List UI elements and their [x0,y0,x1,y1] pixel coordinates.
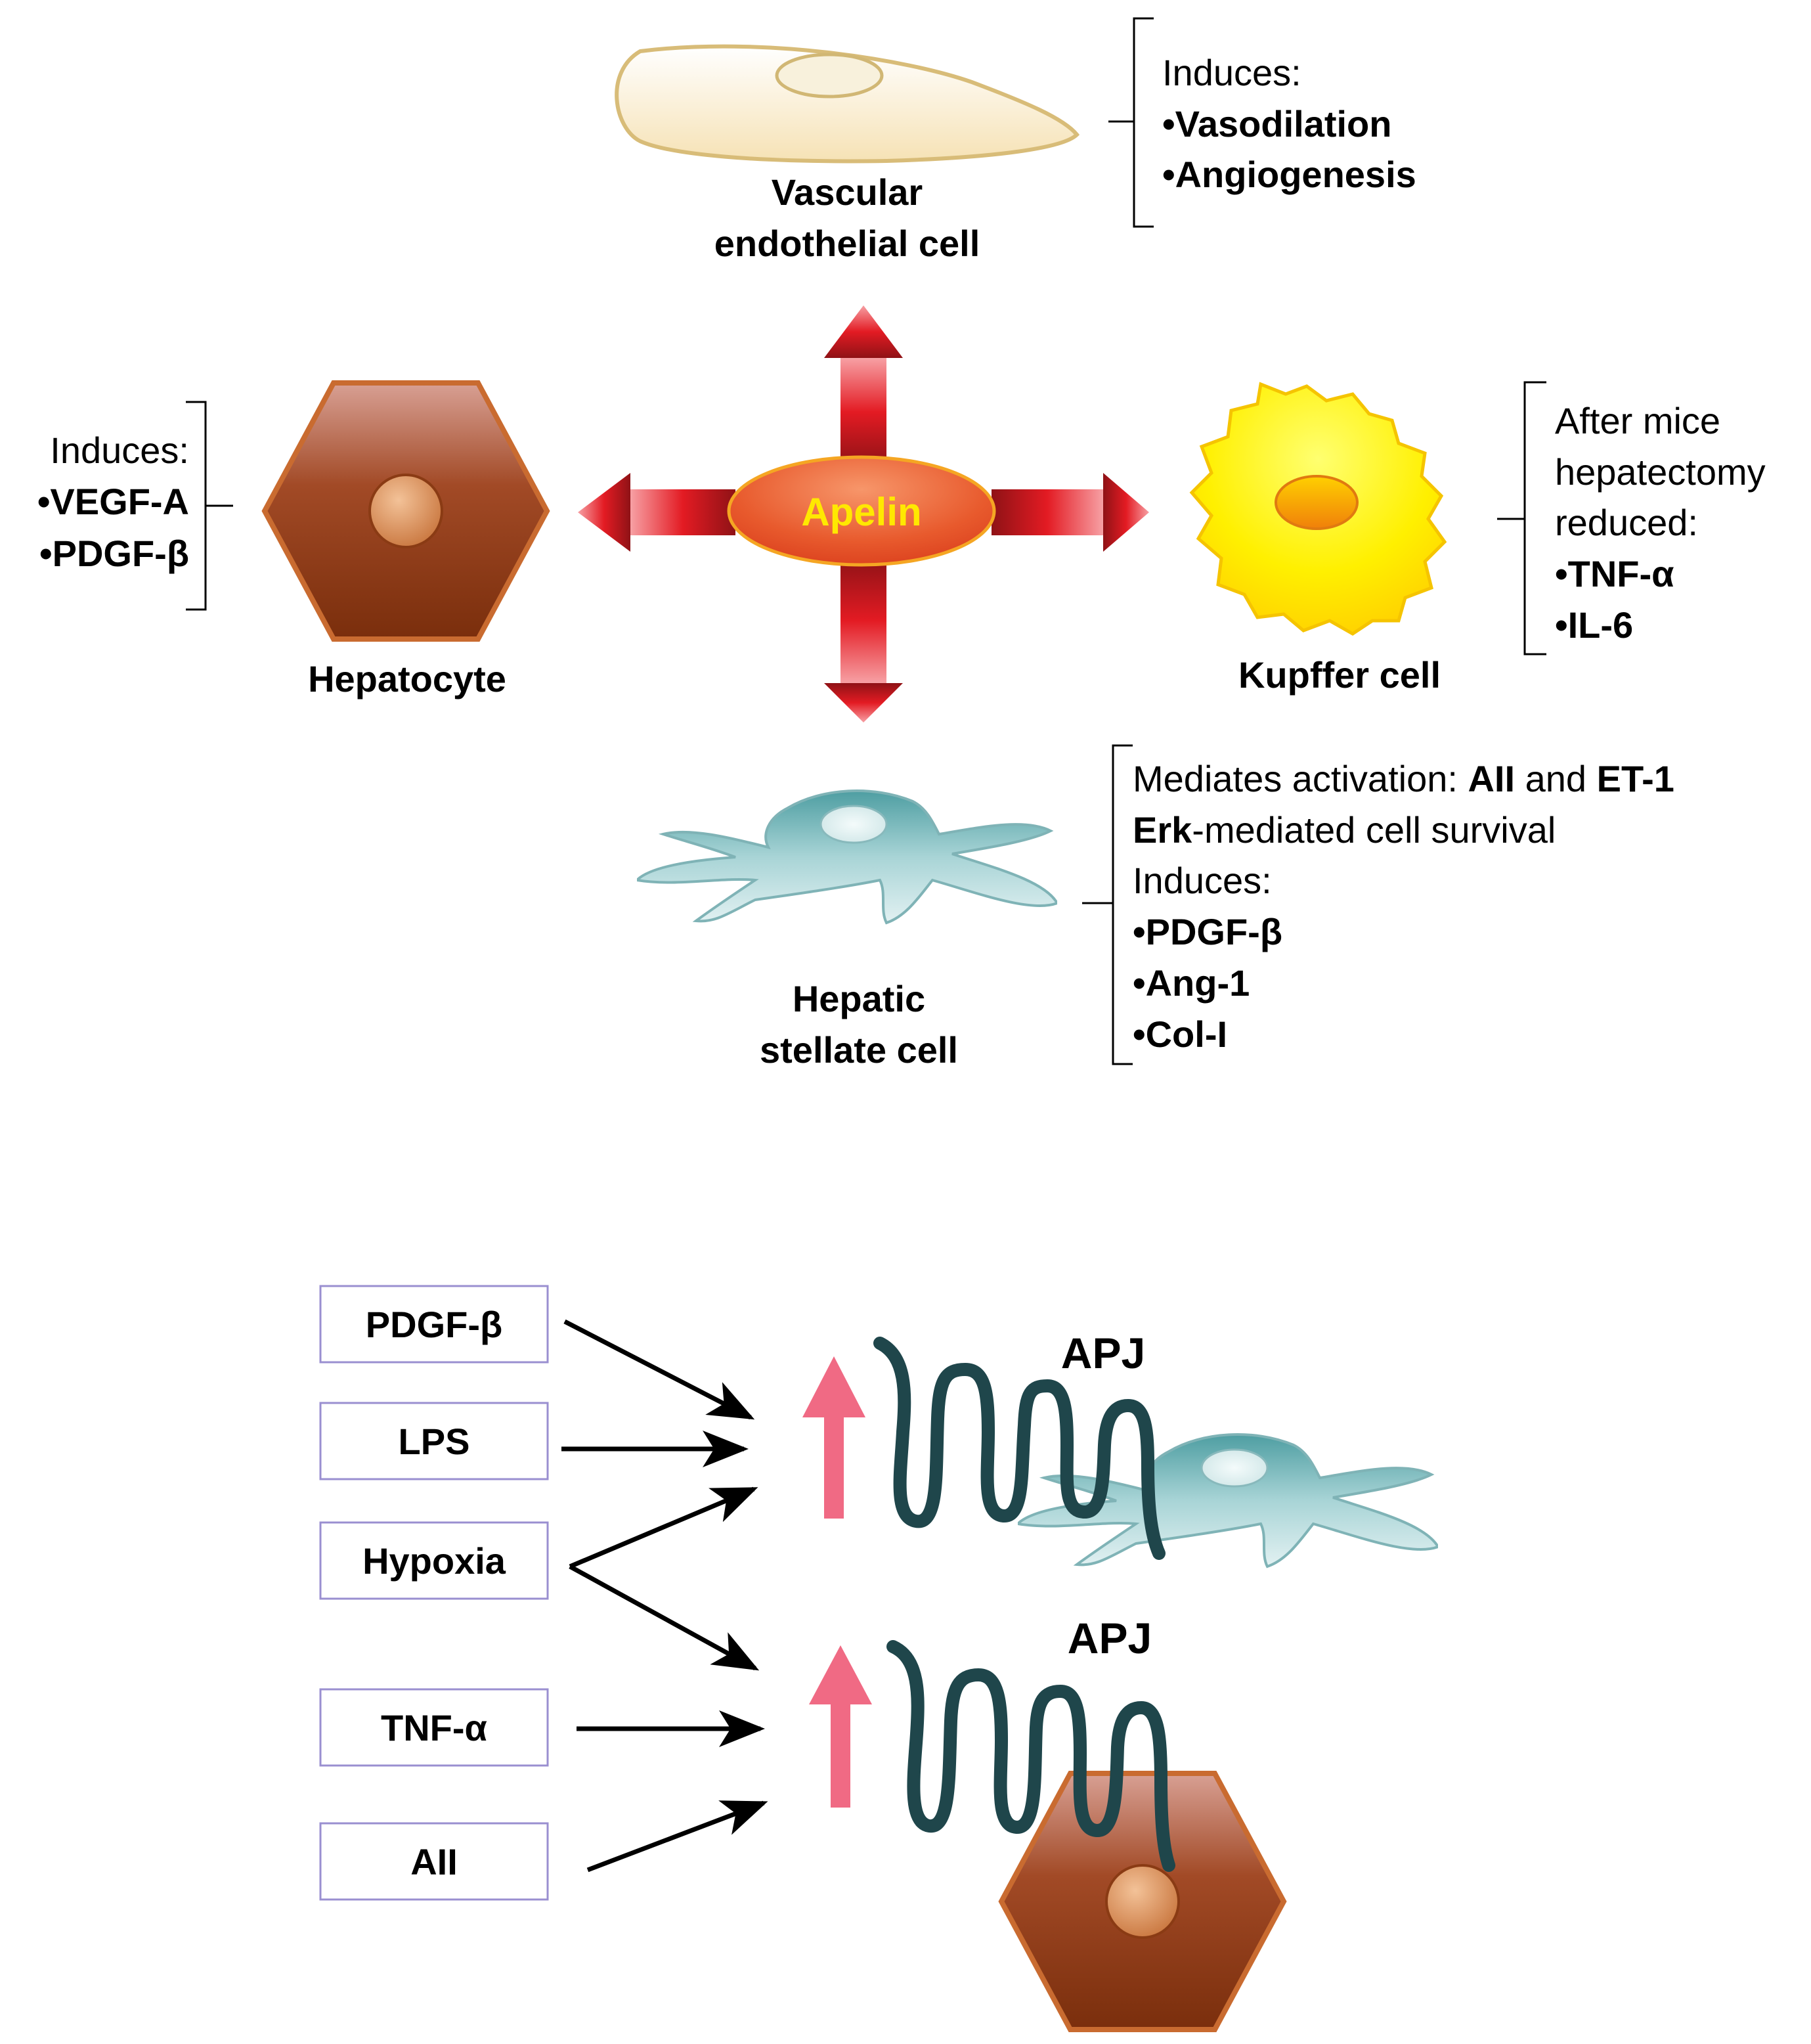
stimulus-label: Hypoxia [362,1540,506,1582]
kupffer-effects-text: reduced: [1555,502,1698,543]
stimulus-label: AII [410,1841,458,1882]
stellate-effects-line1: Mediates activation: AII and ET-1 [1133,758,1674,799]
kupffer-effect-item: •IL-6 [1555,604,1633,646]
kupffer-label: Kupffer cell [1238,654,1441,696]
kupffer-cell [1189,382,1447,636]
endothelial-label-line2: endothelial cell [714,223,980,264]
apj-receptor-upper [873,1337,1166,1560]
arrow-pdgf-to-apj [563,1319,755,1420]
hepatocyte-effects-bracket [186,401,233,611]
arrow-up-to-endothelial [824,305,903,466]
endothelial-nucleus [775,53,884,99]
stellate-effects-line2: Erk-mediated cell survival [1133,809,1556,851]
arrow-down-to-stellate [824,558,903,722]
stellate-cell-lower-panel [1018,1433,1438,1568]
hepatocyte-label: Hepatocyte [308,658,506,700]
kupffer-effects-text: After mice [1555,400,1720,441]
kupffer-effects-bracket [1497,381,1546,655]
hepatocyte-effects-header: Induces: [50,430,189,471]
hepatocyte-effect-item: •PDGF-β [39,533,189,574]
endothelial-effects-header: Induces: [1162,52,1301,93]
stimulus-box-tnf: TNF-α [319,1688,549,1767]
up-arrow-upper [802,1356,865,1519]
stellate-effects-header: Induces: [1133,860,1272,901]
stimulus-box-aii: AII [319,1822,549,1901]
stimulus-box-pdgf: PDGF-β [319,1285,549,1364]
kupffer-nucleus [1275,475,1359,530]
stimulus-label: LPS [399,1421,470,1462]
hepatocyte-lower-panel [1001,1773,1284,2030]
stimulus-label: PDGF-β [366,1304,502,1345]
kupffer-effects-text: hepatectomy [1555,451,1766,493]
hepatocyte-effect-item: •VEGF-A [37,481,189,522]
apj-receptor-lower [886,1640,1175,1872]
arrow-hypoxia-to-apj-upper [569,1486,758,1569]
stellate-effect-item: •PDGF-β [1133,911,1282,952]
stellate-effect-item: •Ang-1 [1133,962,1250,1004]
apelin-label: Apelin [801,490,921,534]
endothelial-label-line1: Vascular [772,171,923,213]
endothelial-effect-item: •Angiogenesis [1162,154,1416,195]
apj-label-lower: APJ [1068,1614,1152,1662]
arrow-aii-to-apj [586,1800,768,1873]
endothelial-cell [615,44,1080,164]
apelin-ellipse: Apelin [727,455,996,567]
endothelial-effect-item: •Vasodilation [1162,103,1391,144]
endothelial-effects-bracket [1108,17,1154,228]
up-arrow-lower [809,1645,872,1808]
stimulus-label: TNF-α [381,1707,487,1748]
arrow-left-to-hepatocyte [578,473,735,552]
arrow-hypoxia-to-apj-lower [569,1564,760,1671]
hepatocyte-cell [265,383,547,639]
stimulus-box-hypoxia: Hypoxia [319,1521,549,1600]
stellate-label-line2: stellate cell [760,1029,958,1071]
arrow-right-to-kupffer [992,473,1149,552]
kupffer-effect-item: •TNF-α [1555,553,1674,594]
stellate-cell [637,789,1057,924]
stellate-effects-bracket [1082,744,1133,1065]
apj-label-upper: APJ [1061,1329,1145,1377]
stimulus-box-lps: LPS [319,1402,549,1480]
stellate-label-line1: Hepatic [793,978,925,1019]
stellate-effect-item: •Col-I [1133,1013,1227,1055]
